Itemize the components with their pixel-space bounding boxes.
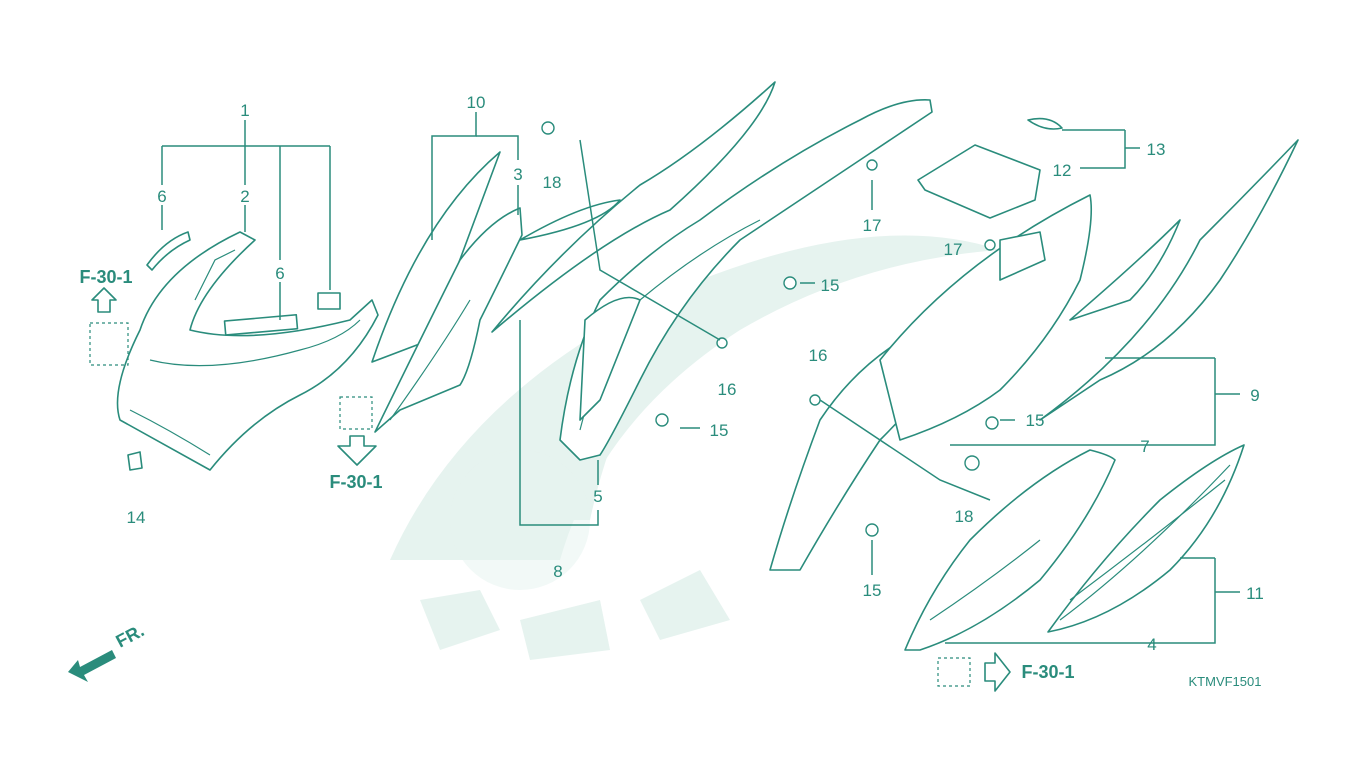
front-direction-icon [68,650,116,682]
callout-18: 18 [955,507,974,526]
front-center-cover [116,231,379,471]
callout-18: 18 [543,173,562,192]
up-arrow-icon [91,287,117,313]
callout-3: 3 [513,165,522,184]
callout-17: 17 [863,216,882,235]
callout-16: 16 [718,380,737,399]
lower-side-cover [904,449,1116,651]
callout-15: 15 [710,421,729,440]
callout-10: 10 [467,93,486,112]
bolt-icons [541,121,999,537]
leader-lines [161,112,1240,644]
drawing-code: KTMVF1501 [1189,674,1262,689]
clip-14 [127,451,143,471]
callout-11: 11 [1246,584,1264,603]
callout-labels: 1 2 3 4 5 6 6 7 8 9 10 11 12 13 14 15 15… [127,93,1264,654]
reference-label: F-30-1 [329,472,382,492]
front-marker: FR. [112,620,147,651]
callout-1: 1 [240,101,249,120]
callout-7: 7 [1140,437,1149,456]
reference-label: F-30-1 [1021,662,1074,682]
callout-15: 15 [863,581,882,600]
right-arrow-icon [984,652,1011,692]
callout-4: 4 [1147,635,1156,654]
rear-cap [917,117,1063,219]
callout-15: 15 [1026,411,1045,430]
center-side-cover [559,99,933,461]
callout-12: 12 [1053,161,1072,180]
callout-14: 14 [127,508,146,527]
callout-6: 6 [275,264,284,283]
callout-16: 16 [809,346,828,365]
reference-label: F-30-1 [79,267,132,287]
down-arrow-icon [337,435,377,466]
stripe-decal [1039,139,1299,421]
callout-5: 5 [593,487,602,506]
callout-9: 9 [1250,386,1259,405]
lower-stripe-decal [1047,444,1245,633]
callout-15: 15 [821,276,840,295]
rear-side-cover [769,194,1093,571]
callout-8: 8 [553,562,562,581]
callout-17: 17 [944,240,963,259]
inner-side-panel [371,81,776,433]
callout-6: 6 [157,187,166,206]
fastener-box [937,657,971,687]
callout-13: 13 [1147,140,1166,159]
fastener-box [89,322,129,366]
callout-2: 2 [240,187,249,206]
fastener-box [339,396,373,430]
